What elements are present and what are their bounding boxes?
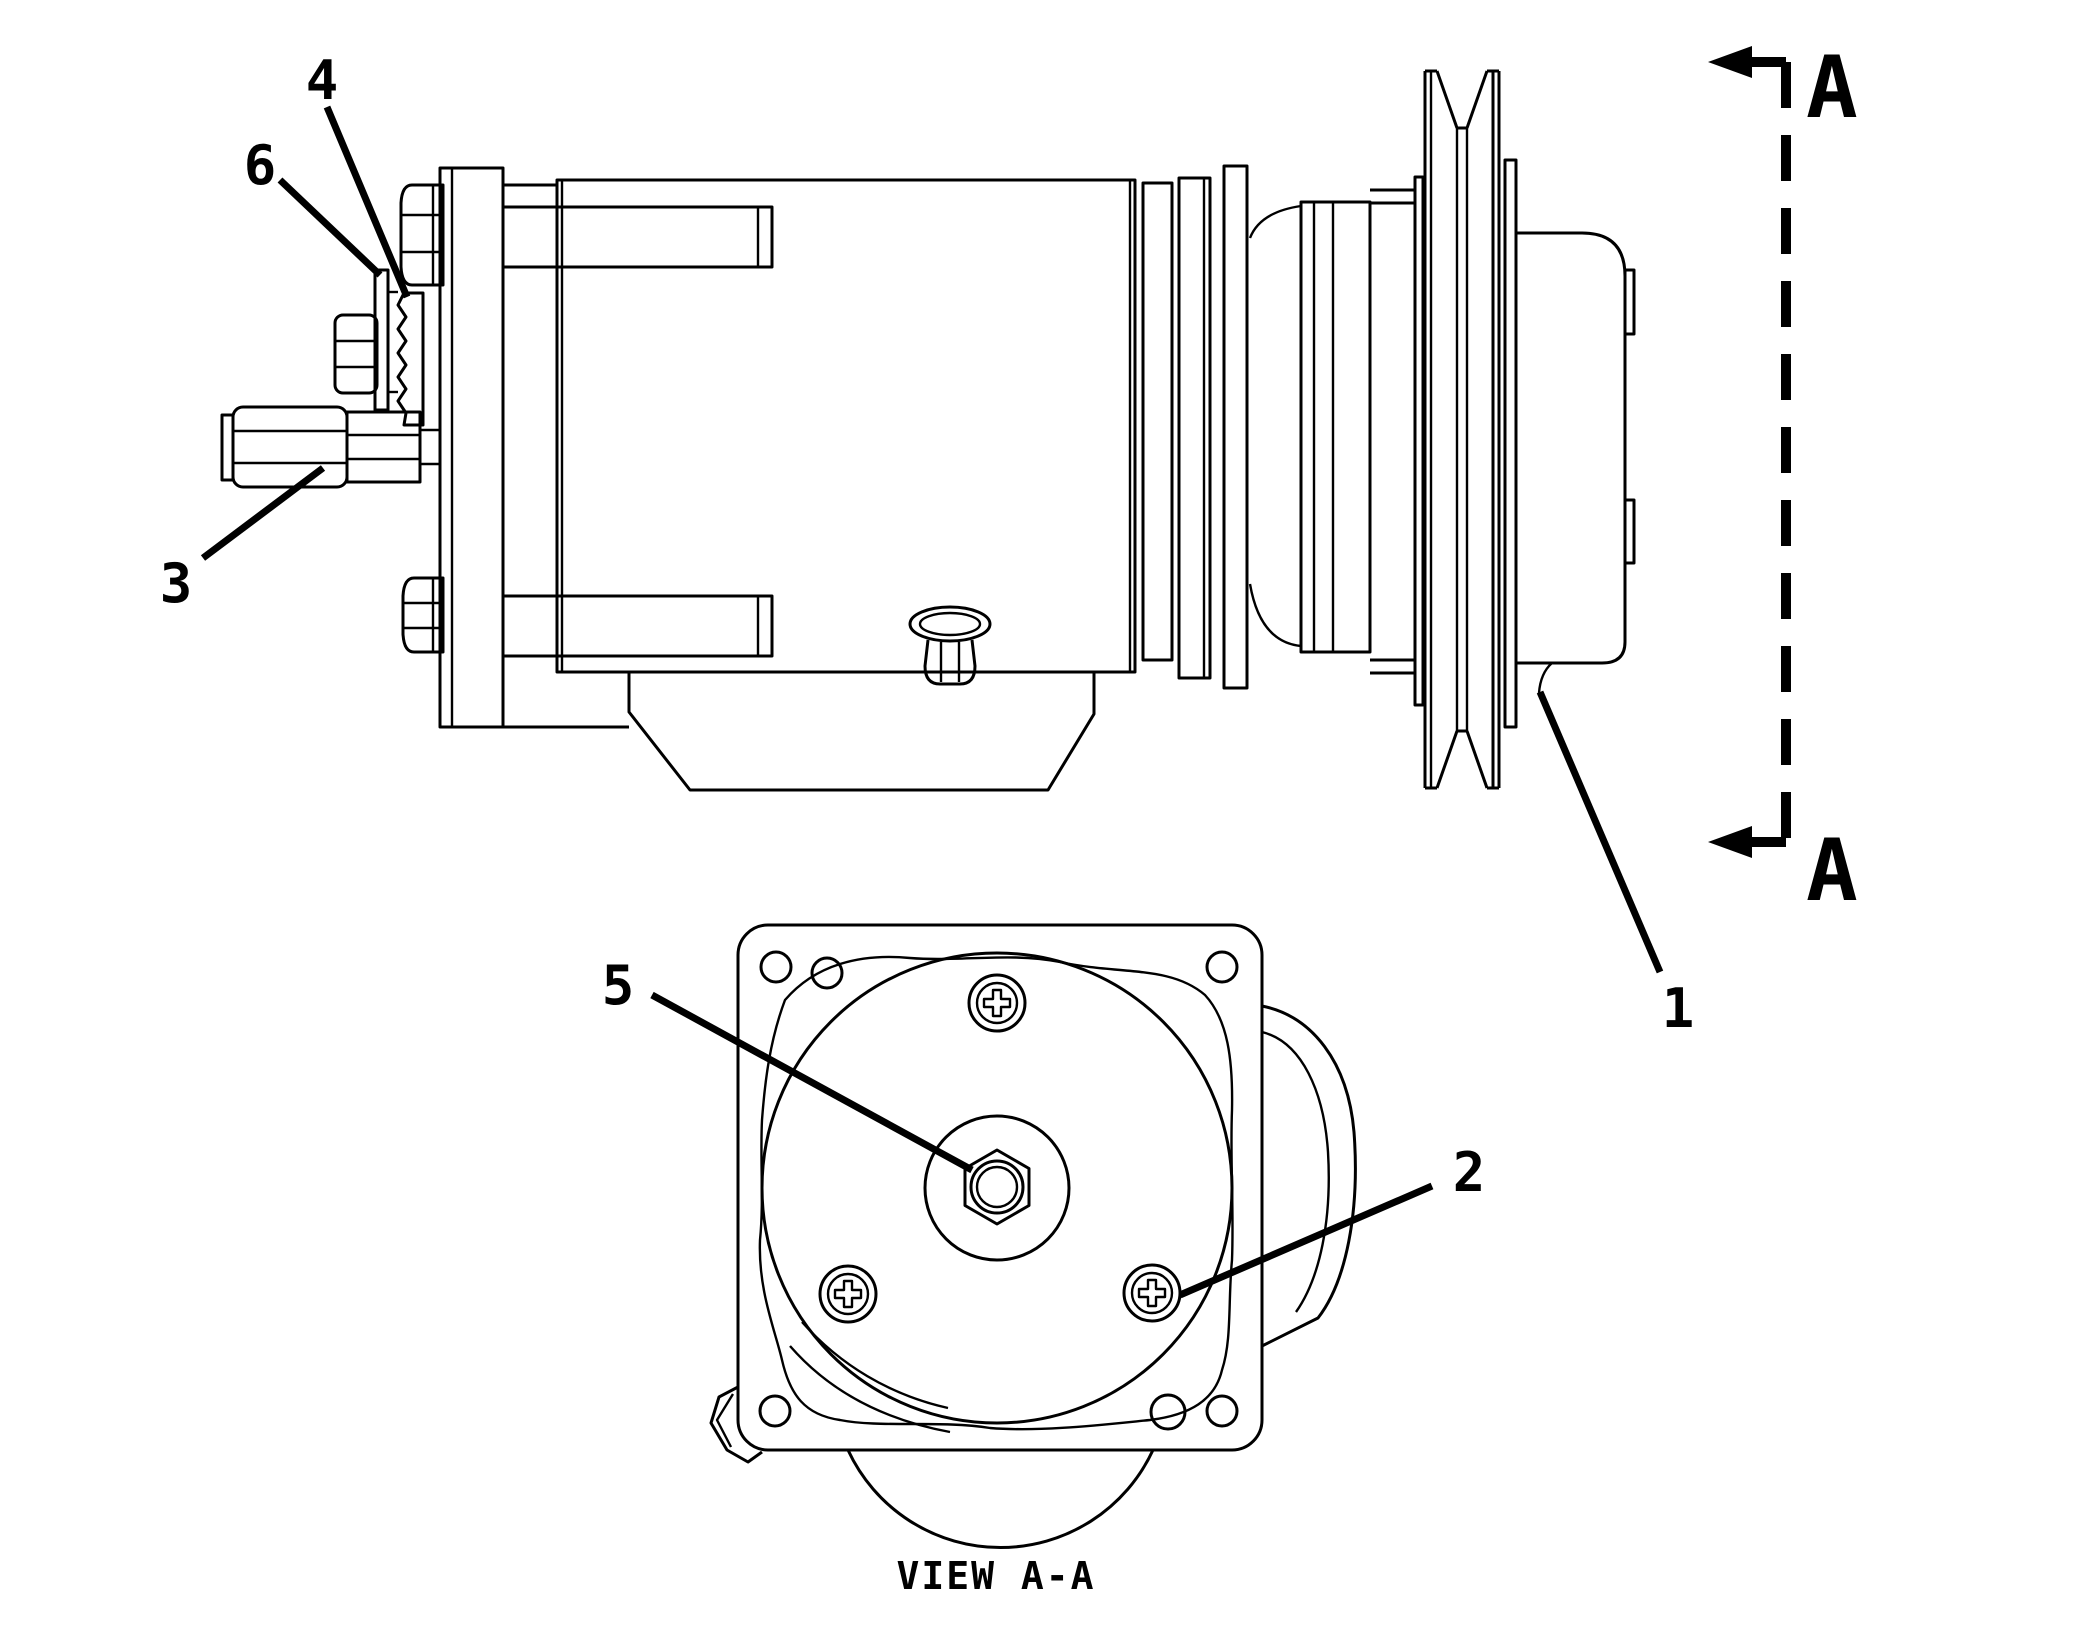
tie-rod-bottom — [401, 576, 774, 658]
front-cap — [1503, 158, 1636, 729]
oil-sump — [627, 672, 1096, 792]
view-a-a — [709, 923, 1357, 1550]
cap-tab-top — [1623, 268, 1636, 336]
end-plate — [736, 923, 1264, 1452]
callout-label-3: 3 — [160, 552, 193, 615]
callout-label-4: 4 — [306, 49, 339, 112]
flat-washer — [373, 268, 390, 412]
compressor-body — [555, 178, 1137, 792]
lower-washer — [220, 413, 235, 482]
callout-leader-2 — [1178, 1182, 1434, 1299]
phillips-screw-right — [1122, 1263, 1182, 1323]
callout-leader-6 — [277, 177, 383, 278]
rear-ridges — [1141, 164, 1249, 690]
drain-plug — [908, 605, 992, 686]
callout-leader-4 — [323, 105, 411, 299]
clutch-drum — [1299, 175, 1425, 707]
shaft-seal — [1248, 204, 1302, 648]
section-arrow-top — [1708, 46, 1752, 78]
corner-tab — [709, 1385, 763, 1464]
serrated-washer — [396, 291, 425, 427]
callout-leader-1 — [1536, 690, 1664, 974]
bottom-bulge — [846, 1449, 1155, 1550]
callout-leader-5 — [650, 991, 974, 1174]
plate-holes — [758, 950, 1239, 1431]
callout-label-2: 2 — [1453, 1141, 1486, 1204]
phillips-screw-left — [818, 1264, 878, 1324]
callout-label-5: 5 — [602, 954, 635, 1017]
callout-label-6: 6 — [244, 134, 277, 197]
upper-fitting — [333, 268, 425, 427]
phillips-screw-top — [967, 973, 1027, 1033]
section-letter-bottom: A — [1806, 821, 1858, 921]
side-view — [220, 69, 1636, 792]
section-line: A A — [1708, 38, 1858, 921]
lower-nut — [231, 405, 349, 489]
lower-fitting — [220, 405, 440, 489]
section-arrow-bottom — [1708, 826, 1752, 858]
casting-outline — [758, 955, 1234, 1431]
cap-tab-bottom — [1623, 498, 1636, 565]
shaft-nut — [923, 1114, 1071, 1262]
callout-leader-3 — [200, 465, 326, 561]
pulley — [1423, 69, 1501, 790]
section-letter-top: A — [1806, 38, 1858, 138]
callout-label-1: 1 — [1662, 977, 1695, 1040]
right-protrusion — [1261, 1004, 1357, 1348]
view-caption: VIEW A-A — [896, 1554, 1095, 1598]
tie-rod-top — [399, 183, 774, 287]
callouts: 1 2 3 4 5 6 — [160, 49, 1695, 1299]
mounting-bracket — [438, 166, 629, 729]
